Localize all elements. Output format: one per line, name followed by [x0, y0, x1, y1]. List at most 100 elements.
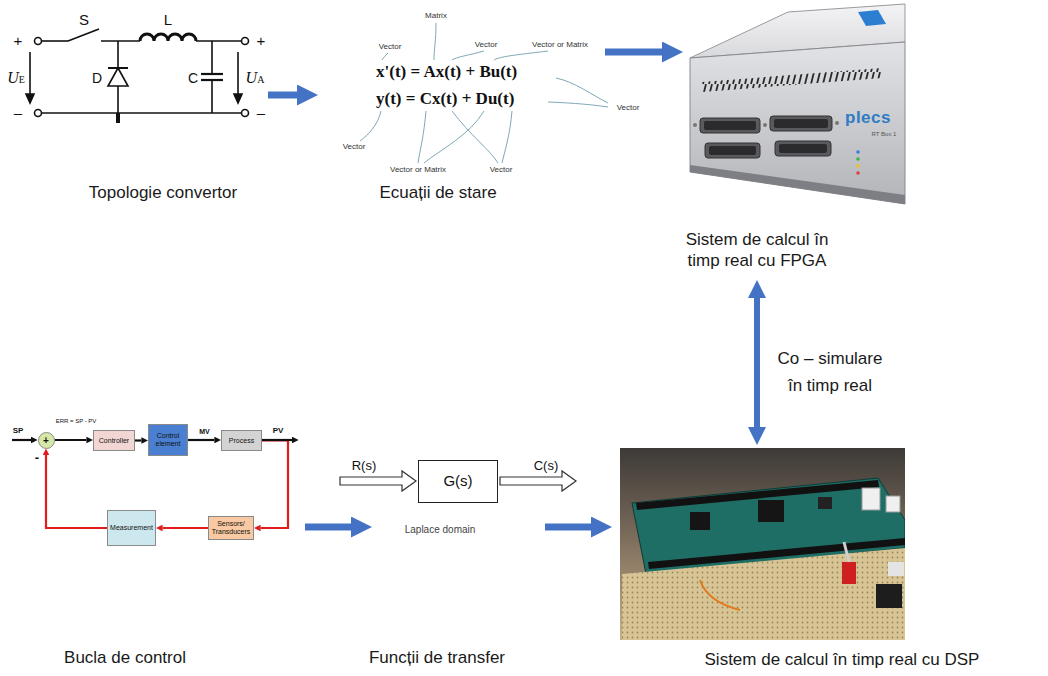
signal-line [12, 439, 31, 441]
buck-converter-circuit [237, 52, 239, 95]
buck-converter-circuit [108, 68, 128, 86]
plecs-rt-box-photo [835, 121, 839, 125]
annotation-leader [556, 78, 608, 103]
process-box: Process [221, 430, 262, 451]
plecs-rt-box-photo [770, 116, 832, 131]
component-label: D [92, 70, 102, 86]
transfer-function-box: G(s) [418, 460, 498, 503]
dsp-board-photo [842, 562, 856, 584]
device-model: RT Box 1 [872, 131, 897, 138]
hollow-signal-arrow [340, 471, 576, 491]
cosimulation-arrow [754, 298, 760, 427]
signal-line [135, 439, 141, 441]
plecs-rt-box-photo [690, 42, 905, 204]
dsp-board-photo [622, 548, 905, 640]
component-label: S [79, 11, 89, 28]
buck-converter-circuit [42, 40, 69, 42]
dsp-board-photo [818, 497, 832, 509]
block-label: Process [229, 437, 254, 445]
panel-caption: Funcții de transfer [369, 647, 505, 668]
dsp-board-photo [886, 496, 900, 512]
annotation-leader [548, 102, 608, 107]
dsp-board-photo [636, 480, 879, 510]
annotation: Vector or Matrix [390, 165, 446, 174]
plecs-rt-box-photo [763, 123, 767, 127]
annotation: Vector [475, 40, 498, 49]
flow-arrow [545, 524, 591, 531]
state-equation: x'(t) = Ax(t) + Bu(t) [376, 62, 517, 82]
state-equation: y(t) = Cx(t) + Du(t) [376, 89, 514, 109]
block-label: Controller [99, 437, 129, 445]
plecs-rt-box-photo [779, 144, 827, 153]
terminal-sign: – [257, 104, 265, 121]
controller-box: Controller [93, 430, 135, 451]
plecs-rt-box-photo [693, 123, 697, 127]
terminal-sign: – [14, 104, 22, 121]
flow-arrow [268, 92, 297, 99]
component-label: L [164, 11, 172, 28]
annotation: Vector [490, 165, 513, 174]
buck-converter-circuit [117, 86, 119, 113]
summing-junction: + [38, 432, 55, 449]
plecs-rt-box-photo [856, 150, 860, 154]
feedback-line [261, 441, 288, 529]
plecs-rt-box-photo [856, 157, 860, 161]
buck-converter-circuit [101, 40, 140, 42]
buck-converter-circuit [35, 38, 42, 45]
block-label: Control element [151, 432, 185, 447]
dsp-board-photo [862, 488, 880, 510]
block-label: + [43, 435, 49, 446]
panel-caption: Sistem de calcul în timp real cu FPGA [670, 229, 845, 272]
annotation: Vector [343, 142, 366, 151]
dsp-board-photo [876, 584, 902, 608]
control-element-box: Control element [148, 424, 188, 456]
measurement-box: Measurement [107, 510, 156, 546]
buck-converter-circuit [201, 73, 223, 75]
panel-caption: Ecuații de stare [379, 182, 496, 203]
plecs-rt-box-photo [856, 164, 860, 168]
signal-name: ERR = SP - PV [56, 418, 97, 425]
plecs-rt-box-photo [702, 68, 882, 92]
annotation: Vector [379, 42, 402, 51]
buck-converter-circuit [117, 41, 119, 68]
buck-converter-circuit [234, 94, 242, 103]
buck-converter-circuit [140, 34, 196, 41]
link-label: Co – simulare în timp real [771, 345, 889, 399]
plecs-rt-box-photo [856, 171, 860, 175]
dsp-system-panel: Sistem de calcul în timp real cu DSP [612, 445, 1042, 675]
annotation-leader [452, 111, 498, 163]
plecs-rt-box-photo [774, 119, 828, 128]
buck-converter-circuit [242, 110, 249, 117]
transfer-function-panel: Funcții de transfer G(s) [372, 440, 545, 675]
dsp-board-photo [620, 448, 905, 640]
annotation-leader [360, 111, 381, 141]
sensor-box: Sensors/ Transducers [208, 516, 254, 540]
annotation-leader [452, 51, 484, 60]
plecs-rt-box-photo [775, 141, 831, 156]
flow-arrow [305, 524, 351, 531]
block-label: G(s) [443, 473, 472, 490]
block-label: Measurement [110, 524, 153, 532]
signal-name: SP [13, 426, 24, 435]
dsp-board-photo [620, 448, 905, 640]
buck-converter-circuit [26, 94, 34, 103]
hollow-signal-arrow [500, 471, 576, 491]
signal-line [262, 439, 292, 441]
plecs-rt-box-photo [700, 118, 760, 133]
domain-note: Laplace domain [405, 524, 476, 536]
plecs-rt-box-photo [705, 143, 760, 158]
feedback-line [46, 455, 107, 528]
circuit-panel: Topologie convertor [0, 0, 268, 210]
signal-line [55, 439, 87, 441]
voltage-label: UA [246, 69, 265, 87]
plecs-rt-box-photo [690, 4, 905, 204]
control-loop-panel: Bucla de control+ControllerControl eleme… [10, 410, 305, 675]
buck-converter-circuit [196, 40, 242, 42]
buck-converter-circuit [26, 29, 249, 123]
dsp-board-photo [844, 542, 849, 562]
buck-converter-circuit [68, 29, 99, 41]
terminal-sign: + [14, 32, 23, 49]
